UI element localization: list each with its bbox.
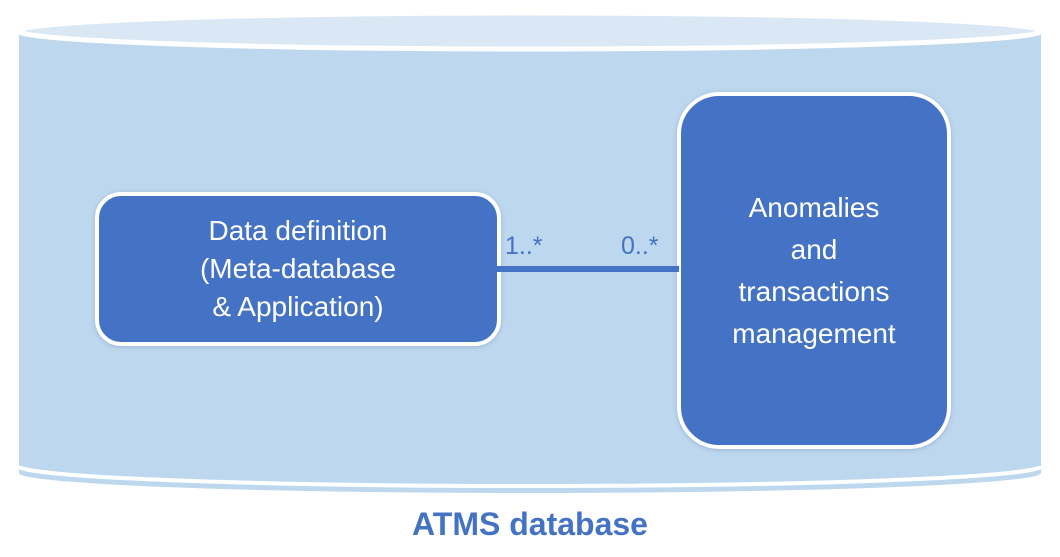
- multiplicity-label-left: 1..*: [505, 232, 543, 260]
- node-line: Anomalies: [748, 191, 880, 223]
- node-line: management: [732, 317, 896, 349]
- cylinder-bottom-rim: [17, 465, 1043, 488]
- association-line: [497, 266, 679, 272]
- node-line: and: [790, 233, 838, 265]
- node-line: Data definition: [208, 215, 388, 246]
- node-data-definition: Data definition (Meta-database & Applica…: [95, 192, 501, 346]
- node-line: transactions: [738, 275, 890, 307]
- node-line: & Application): [212, 291, 384, 322]
- multiplicity-label-right: 0..*: [621, 232, 659, 260]
- cylinder-top-face: [16, 10, 1044, 52]
- cylinder-caption: ATMS database: [412, 506, 648, 542]
- node-line: (Meta-database: [199, 253, 397, 284]
- node-anomalies-transactions: Anomalies and transactions management: [677, 92, 951, 449]
